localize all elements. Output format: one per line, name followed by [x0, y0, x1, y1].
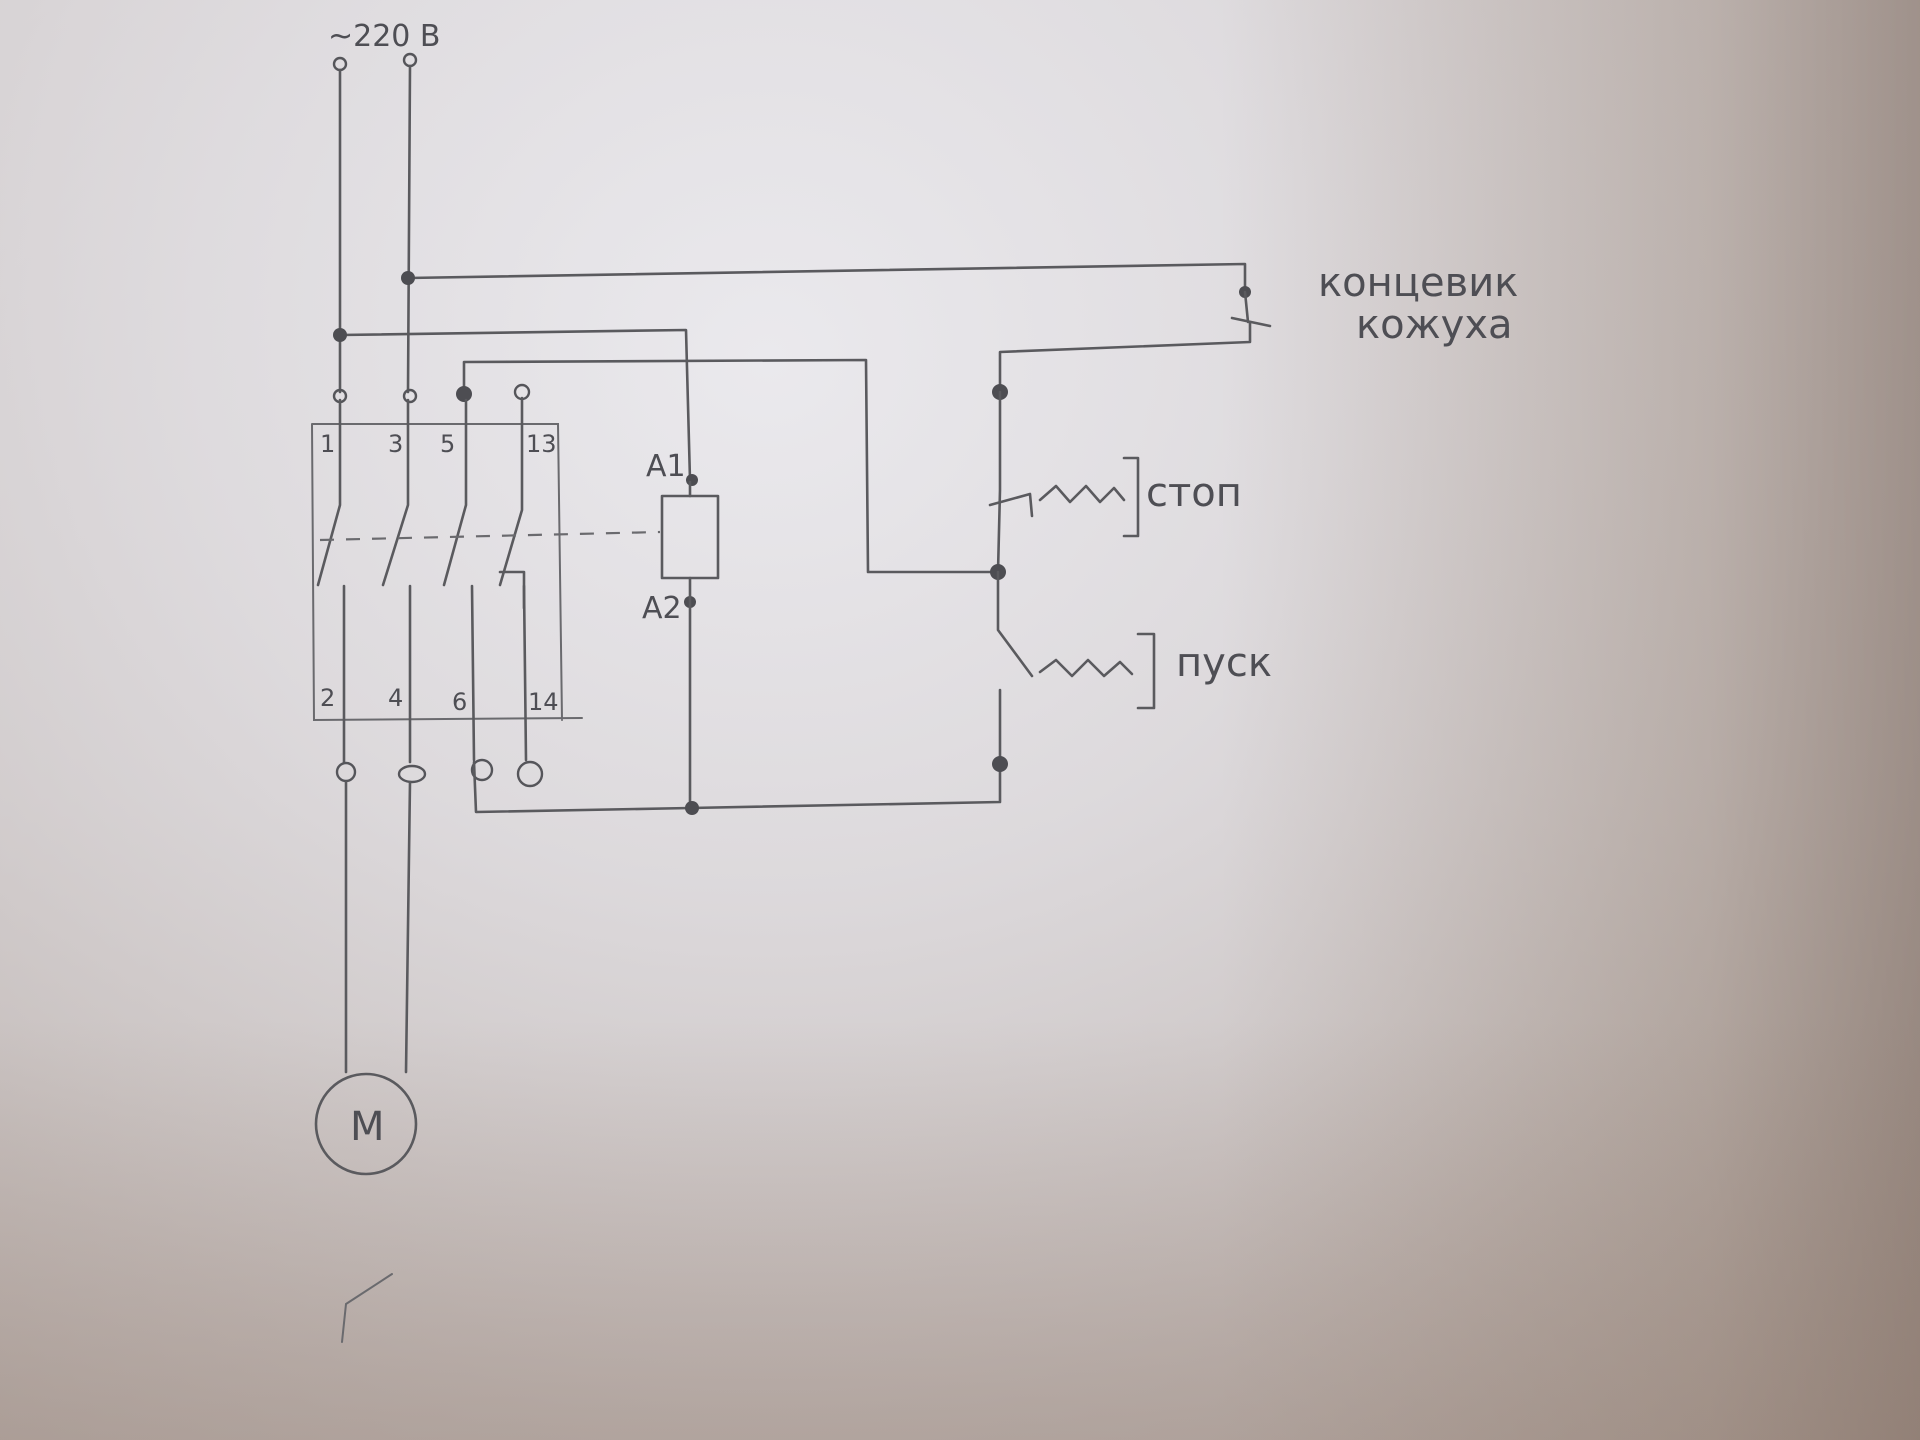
contact-13-lower [522, 584, 528, 762]
junction-bottom [685, 801, 699, 815]
stop-spring-icon [1038, 484, 1126, 504]
wire-bottom-return [472, 758, 1002, 814]
terminal-label-5: 5 [440, 430, 455, 458]
stray-pencil-mark [341, 1273, 393, 1343]
wire-l-to-coil [338, 328, 692, 482]
wire-5-to-node [462, 358, 1002, 574]
contact-13-14 [498, 396, 526, 610]
terminal-label-6: 6 [452, 688, 467, 716]
junction-n-top [401, 271, 415, 285]
wire-limit-to-stop [998, 320, 1252, 394]
contact-5-lower [470, 584, 476, 762]
start-bracket [1136, 632, 1156, 710]
terminal-bottom-14 [516, 760, 544, 788]
start-contact-upper [996, 570, 1034, 678]
coil-terminal-a1 [686, 474, 698, 486]
motor-label: М [350, 1104, 385, 1150]
terminal-label-14: 14 [528, 688, 559, 716]
supply-label: ~220 В [328, 19, 441, 54]
coil-label-a1: A1 [646, 449, 686, 484]
stop-label: стоп [1146, 470, 1242, 516]
terminal-label-3: 3 [388, 430, 403, 458]
limit-switch-label-line2: кожуха [1356, 302, 1513, 348]
supply-terminal-l [332, 56, 348, 72]
stop-bracket [1122, 456, 1140, 538]
junction-l [333, 328, 347, 342]
terminal-top-3 [402, 388, 418, 404]
paper-shadow-bottom [0, 1020, 1920, 1440]
contactor-coil [660, 494, 720, 580]
contactor-body [311, 423, 583, 722]
terminal-bottom-6 [470, 758, 494, 782]
terminal-label-1: 1 [320, 430, 335, 458]
terminal-bottom-4 [397, 764, 427, 784]
wire-to-limit-switch [406, 262, 1247, 292]
coil-label-a2: A2 [642, 591, 682, 626]
terminal-bottom-2 [335, 761, 357, 783]
terminal-top-5 [456, 386, 472, 402]
paper-shadow-right [1220, 0, 1920, 1440]
contact-3-4 [381, 398, 410, 587]
mechanical-linkage [319, 530, 661, 542]
motor-wire-2 [404, 780, 412, 1074]
node-start-bottom [992, 756, 1008, 772]
contact-5-6 [442, 398, 468, 587]
supply-rail-n [406, 64, 412, 394]
terminal-label-13: 13 [526, 430, 557, 458]
start-label: пуск [1176, 640, 1272, 686]
limit-switch-symbol [1230, 290, 1272, 328]
terminal-label-4: 4 [388, 684, 403, 712]
limit-switch-label-line1: концевик [1318, 260, 1518, 306]
motor-symbol [314, 1072, 418, 1176]
stop-button-line [996, 390, 1002, 574]
stop-contact-symbol [988, 492, 1034, 518]
supply-terminal-n [402, 52, 418, 68]
contact-1-2 [316, 398, 342, 587]
start-spring-icon [1038, 658, 1134, 678]
terminal-label-2: 2 [320, 684, 335, 712]
